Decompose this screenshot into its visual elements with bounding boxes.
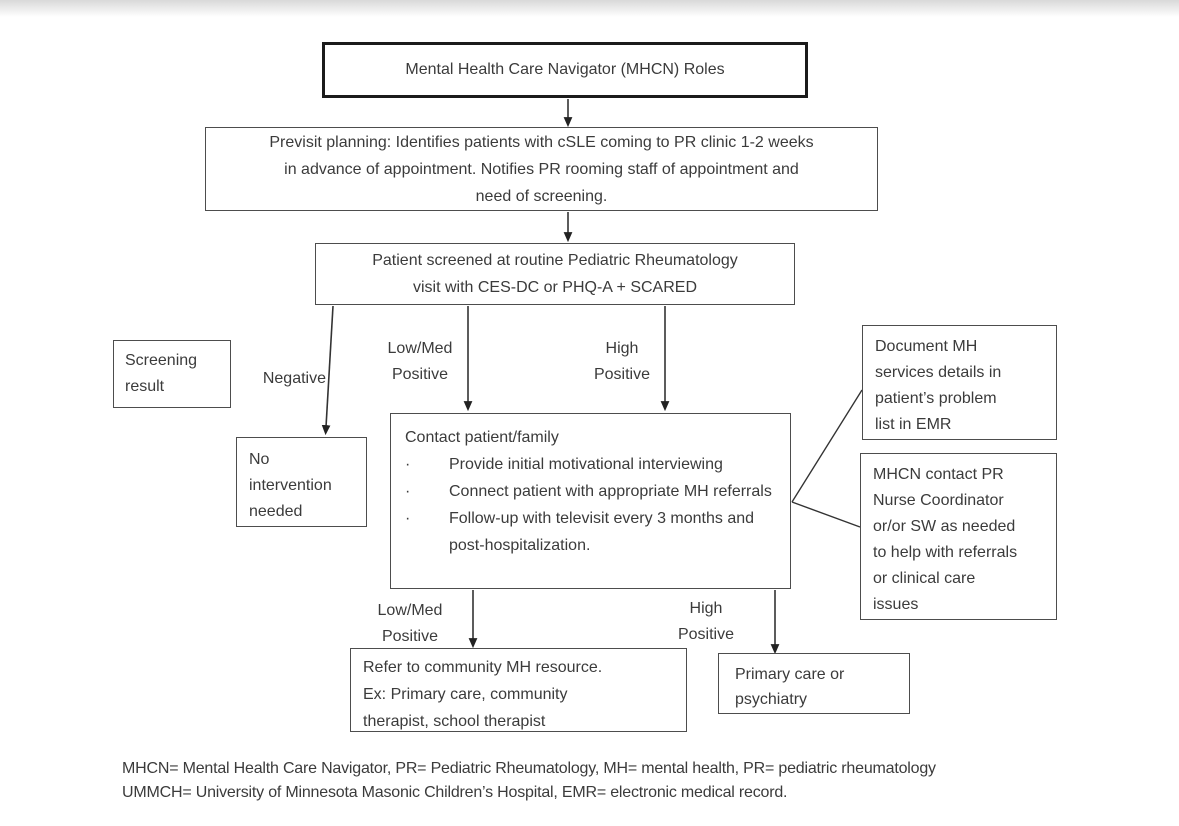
node-patient-screened: Patient screened at routine Pediatric Rh… bbox=[315, 243, 795, 305]
list-item: · Provide initial motivational interview… bbox=[405, 451, 776, 478]
node-title: Mental Health Care Navigator (MHCN) Role… bbox=[322, 42, 808, 98]
node-previsit-planning: Previsit planning: Identifies patients w… bbox=[205, 127, 878, 211]
node-refer-community: Refer to community MH resource. Ex: Prim… bbox=[350, 648, 687, 732]
edge-label-high-positive-bottom: High Positive bbox=[677, 600, 735, 643]
bullet-text: Follow-up with televisit every 3 months … bbox=[449, 510, 755, 554]
bullet-text: Provide initial motivational interviewin… bbox=[449, 456, 723, 473]
edge-label-negative: Negative bbox=[262, 370, 326, 387]
edge-label-lowmed-positive-bottom: Low/Med Positive bbox=[377, 602, 443, 645]
list-item: · Follow-up with televisit every 3 month… bbox=[405, 505, 776, 559]
list-item: · Connect patient with appropriate MH re… bbox=[405, 478, 776, 505]
node-screening-result: Screening result bbox=[113, 340, 231, 408]
node-primary-care-psychiatry: Primary care or psychiatry bbox=[718, 653, 910, 714]
line-contact-to-document bbox=[791, 389, 863, 503]
node-document-emr: Document MH services details in patient’… bbox=[862, 325, 1057, 440]
bullet-dot-icon: · bbox=[405, 483, 411, 500]
contact-bullet-list: · Provide initial motivational interview… bbox=[405, 451, 776, 559]
node-contact-patient-family: Contact patient/family · Provide initial… bbox=[390, 413, 791, 589]
bullet-text: Connect patient with appropriate MH refe… bbox=[449, 483, 772, 500]
arrow-negative bbox=[321, 305, 334, 436]
edge-label-high-positive-top: High Positive bbox=[593, 340, 651, 383]
contact-heading: Contact patient/family bbox=[405, 429, 559, 446]
abbreviation-legend: MHCN= Mental Health Care Navigator, PR= … bbox=[122, 757, 1082, 805]
legend-line-1: MHCN= Mental Health Care Navigator, PR= … bbox=[122, 760, 936, 777]
bullet-dot-icon: · bbox=[405, 456, 411, 473]
legend-line-2: UMMCH= University of Minnesota Masonic C… bbox=[122, 784, 788, 801]
line-contact-to-mhcn bbox=[791, 501, 861, 528]
top-gradient-strip bbox=[0, 0, 1179, 17]
bullet-dot-icon: · bbox=[405, 510, 411, 527]
node-mhcn-contact-coordinator: MHCN contact PR Nurse Coordinator or/or … bbox=[860, 453, 1057, 620]
edge-label-lowmed-positive-top: Low/Med Positive bbox=[387, 340, 453, 383]
node-no-intervention: No intervention needed bbox=[236, 437, 367, 527]
